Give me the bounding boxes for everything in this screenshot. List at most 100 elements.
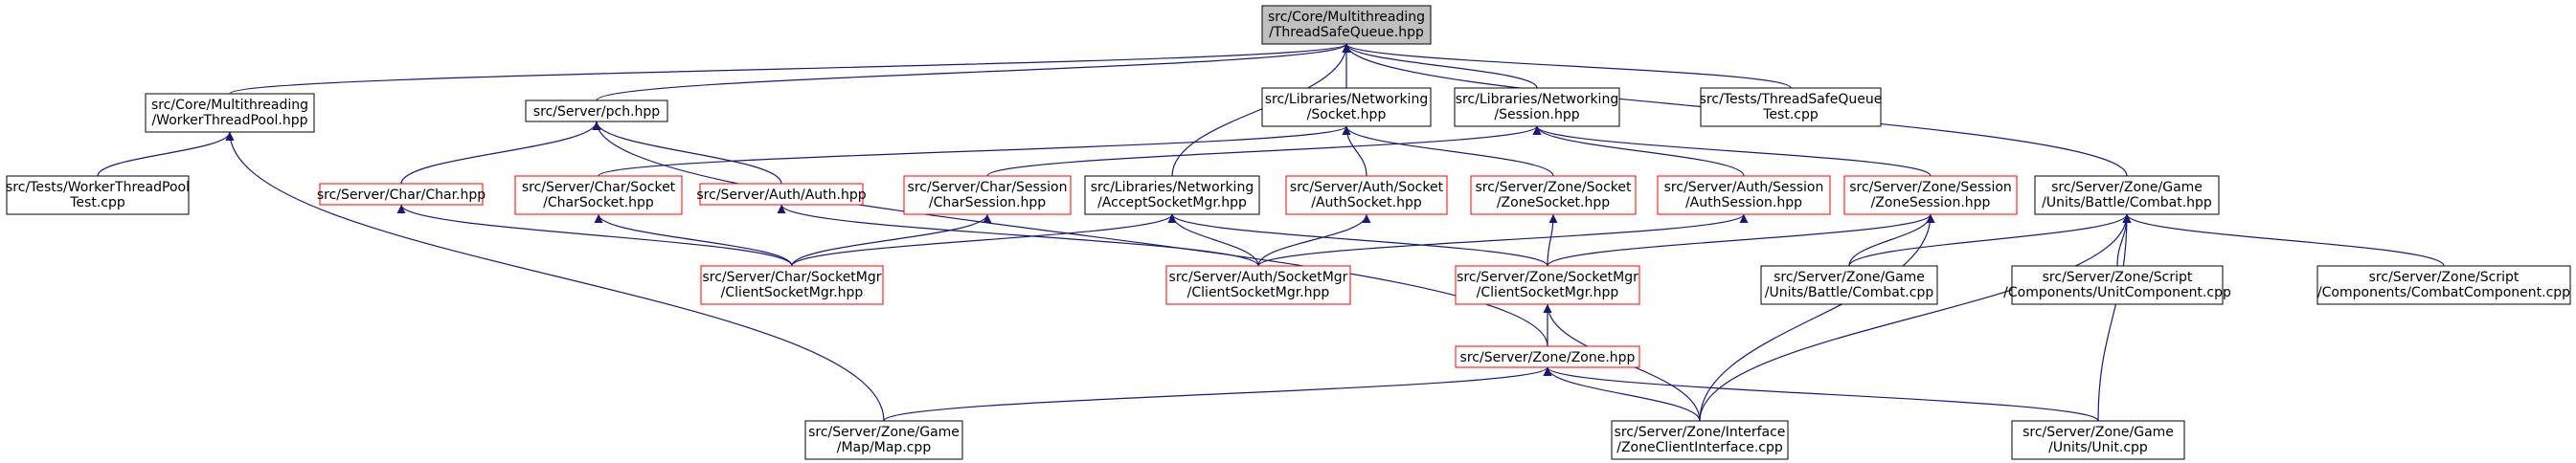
node-src-server-auth-auth-hpp[interactable]: src/Server/Auth/Auth.hpp bbox=[696, 183, 867, 206]
node-label-line: src/Server/Zone/Socket bbox=[1475, 180, 1632, 195]
node-label-line: src/Server/pch.hpp bbox=[533, 104, 660, 120]
node-src-server-auth-socketmgr-clientsocketmgr-hpp[interactable]: src/Server/Auth/SocketMgr/ClientSocketMg… bbox=[1165, 265, 1351, 305]
node-src-server-zone-socketmgr-clientsocketmgr-hpp[interactable]: src/Server/Zone/SocketMgr/ClientSocketMg… bbox=[1455, 265, 1640, 305]
node-label-line: src/Server/Auth/SocketMgr bbox=[1169, 270, 1348, 285]
node-src-server-zone-game-units-battle-combat-cpp[interactable]: src/Server/Zone/Game/Units/Battle/Combat… bbox=[1760, 265, 1938, 305]
node-box bbox=[2034, 175, 2220, 215]
node-box bbox=[1470, 175, 1637, 215]
node-label-line: src/Server/Zone/Game bbox=[1774, 270, 1925, 285]
node-label-line: /Units/Unit.cpp bbox=[2048, 440, 2148, 455]
edge-n23-n26 bbox=[1543, 366, 2099, 422]
edge-n1-n6 bbox=[97, 131, 235, 177]
edge-n4-n14 bbox=[1532, 125, 1745, 177]
node-label-line: Test.cpp bbox=[69, 195, 125, 210]
edge-n3-n13 bbox=[1342, 125, 1554, 177]
node-box bbox=[1455, 345, 1640, 368]
node-src-server-auth-session-authsession-hpp[interactable]: src/Server/Auth/Session/AuthSession.hpp bbox=[1657, 175, 1831, 215]
node-src-server-zone-game-units-unit-cpp[interactable]: src/Server/Zone/Game/Units/Unit.cpp bbox=[2011, 420, 2185, 460]
node-label-line: src/Libraries/Networking bbox=[1265, 92, 1428, 107]
edge-n23-n25 bbox=[1543, 366, 1701, 422]
nodes-layer: src/Core/Multithreading/ThreadSafeQueue.… bbox=[6, 5, 2571, 460]
node-label-line: src/Tests/ThreadSafeQueue bbox=[1700, 92, 1883, 107]
node-src-core-multithreading-threadsafequeue-hpp[interactable]: src/Core/Multithreading/ThreadSafeQueue.… bbox=[1261, 5, 1432, 45]
node-label-line: src/Server/Auth/Auth.hpp bbox=[696, 187, 866, 203]
node-box bbox=[1261, 87, 1432, 127]
node-label-line: src/Server/Zone/Game bbox=[2051, 180, 2203, 195]
edge-n13-n19 bbox=[1547, 213, 1558, 267]
node-box bbox=[6, 175, 190, 215]
node-label-line: src/Libraries/Networking bbox=[1456, 92, 1618, 107]
edge-n8-n17 bbox=[594, 213, 793, 267]
node-src-core-multithreading-workerthreadpool-hpp[interactable]: src/Core/Multithreading/WorkerThreadPool… bbox=[145, 93, 315, 133]
node-label-line: src/Server/Zone/Zone.hpp bbox=[1460, 350, 1636, 365]
edge-n0-n5 bbox=[1342, 43, 1792, 89]
node-src-server-zone-script-components-unitcomponent-cpp[interactable]: src/Server/Zone/Script/Components/UnitCo… bbox=[2003, 265, 2231, 305]
edge-n7-n17 bbox=[396, 204, 793, 267]
node-label-line: /AuthSession.hpp bbox=[1685, 195, 1802, 210]
node-label-line: src/Tests/WorkerThreadPool bbox=[6, 180, 190, 195]
node-label-line: /ZoneSession.hpp bbox=[1871, 195, 1991, 210]
node-label-line: /AuthSocket.hpp bbox=[1311, 195, 1422, 210]
node-box bbox=[1455, 265, 1640, 305]
node-box bbox=[1611, 420, 1789, 460]
node-box bbox=[145, 93, 315, 133]
node-label-line: src/Server/Zone/Interface bbox=[1615, 425, 1786, 440]
node-label-line: src/Server/Zone/Script bbox=[2043, 270, 2193, 285]
node-src-server-zone-interface-zoneclientinterface-cpp[interactable]: src/Server/Zone/Interface/ZoneClientInte… bbox=[1611, 420, 1789, 460]
node-label-line: /ThreadSafeQueue.hpp bbox=[1269, 25, 1424, 40]
node-src-server-zone-script-components-combatcomponent-cpp[interactable]: src/Server/Zone/Script/Components/Combat… bbox=[2316, 265, 2571, 305]
node-src-server-char-session-charsession-hpp[interactable]: src/Server/Char/Session/CharSession.hpp bbox=[903, 175, 1072, 215]
node-src-server-zone-game-map-map-cpp[interactable]: src/Server/Zone/Game/Map/Map.cpp bbox=[804, 420, 963, 460]
node-box bbox=[2011, 420, 2185, 460]
edge-n3-n8 bbox=[598, 125, 1351, 177]
node-label-line: /CharSocket.hpp bbox=[543, 195, 654, 210]
node-src-libraries-networking-socket-hpp[interactable]: src/Libraries/Networking/Socket.hpp bbox=[1261, 87, 1432, 127]
node-src-libraries-networking-session-hpp[interactable]: src/Libraries/Networking/Session.hpp bbox=[1454, 87, 1620, 127]
node-box bbox=[1261, 5, 1432, 45]
node-box bbox=[1454, 87, 1620, 127]
edge-n9-n18 bbox=[777, 204, 1259, 267]
node-label-line: src/Core/Multithreading bbox=[1268, 10, 1425, 25]
node-label-line: src/Server/Char/SocketMgr bbox=[702, 270, 881, 285]
node-label-line: /CharSession.hpp bbox=[929, 195, 1046, 210]
node-label-line: /ClientSocketMgr.hpp bbox=[721, 285, 864, 300]
edge-n23-n24 bbox=[883, 366, 1552, 422]
node-src-server-zone-socket-zonesocket-hpp[interactable]: src/Server/Zone/Socket/ZoneSocket.hpp bbox=[1470, 175, 1637, 215]
edge-n16-n22 bbox=[2122, 213, 2445, 267]
edge-n4-n10 bbox=[986, 125, 1542, 177]
node-src-server-char-char-hpp[interactable]: src/Server/Char/Char.hpp bbox=[317, 183, 486, 206]
edges-layer bbox=[97, 43, 2445, 422]
node-box bbox=[699, 183, 864, 206]
node-box bbox=[525, 99, 668, 122]
edge-n16-n26 bbox=[2097, 213, 2132, 422]
node-label-line: src/Server/Zone/Game bbox=[808, 425, 960, 440]
node-box bbox=[1084, 175, 1260, 215]
edge-n0-n2 bbox=[596, 43, 1351, 101]
node-src-server-zone-game-units-battle-combat-hpp[interactable]: src/Server/Zone/Game/Units/Battle/Combat… bbox=[2034, 175, 2220, 215]
node-box bbox=[1165, 265, 1351, 305]
node-label-line: /ClientSocketMgr.hpp bbox=[1187, 285, 1330, 300]
node-box bbox=[319, 183, 484, 206]
edge-n15-n25 bbox=[1699, 213, 1935, 422]
node-src-server-char-socket-charsocket-hpp[interactable]: src/Server/Char/Socket/CharSocket.hpp bbox=[514, 175, 683, 215]
node-label-line: src/Server/Char/Socket bbox=[522, 180, 676, 195]
node-src-server-auth-socket-authsocket-hpp[interactable]: src/Server/Auth/Socket/AuthSocket.hpp bbox=[1285, 175, 1448, 215]
node-src-server-char-socketmgr-clientsocketmgr-hpp[interactable]: src/Server/Char/SocketMgr/ClientSocketMg… bbox=[700, 265, 884, 305]
edge-n16-n25 bbox=[1699, 213, 2132, 422]
node-box bbox=[903, 175, 1072, 215]
node-label-line: src/Server/Char/Char.hpp bbox=[317, 187, 486, 203]
node-src-libraries-networking-acceptsocketmgr-hpp[interactable]: src/Libraries/Networking/AcceptSocketMgr… bbox=[1084, 175, 1260, 215]
node-box bbox=[1700, 87, 1882, 127]
edge-n2-n23 bbox=[592, 121, 1548, 347]
node-label-line: /Socket.hpp bbox=[1307, 107, 1387, 122]
node-box bbox=[514, 175, 683, 215]
node-label-line: src/Server/Auth/Session bbox=[1664, 180, 1824, 195]
node-src-server-zone-session-zonesession-hpp[interactable]: src/Server/Zone/Session/ZoneSession.hpp bbox=[1843, 175, 2018, 215]
edge-n16-n20 bbox=[1848, 213, 2132, 267]
node-src-server-pch-hpp[interactable]: src/Server/pch.hpp bbox=[525, 99, 668, 122]
node-label-line: /ZoneSocket.hpp bbox=[1497, 195, 1610, 210]
node-label-line: src/Server/Zone/SocketMgr bbox=[1457, 270, 1638, 285]
node-src-server-zone-zone-hpp[interactable]: src/Server/Zone/Zone.hpp bbox=[1455, 345, 1640, 368]
